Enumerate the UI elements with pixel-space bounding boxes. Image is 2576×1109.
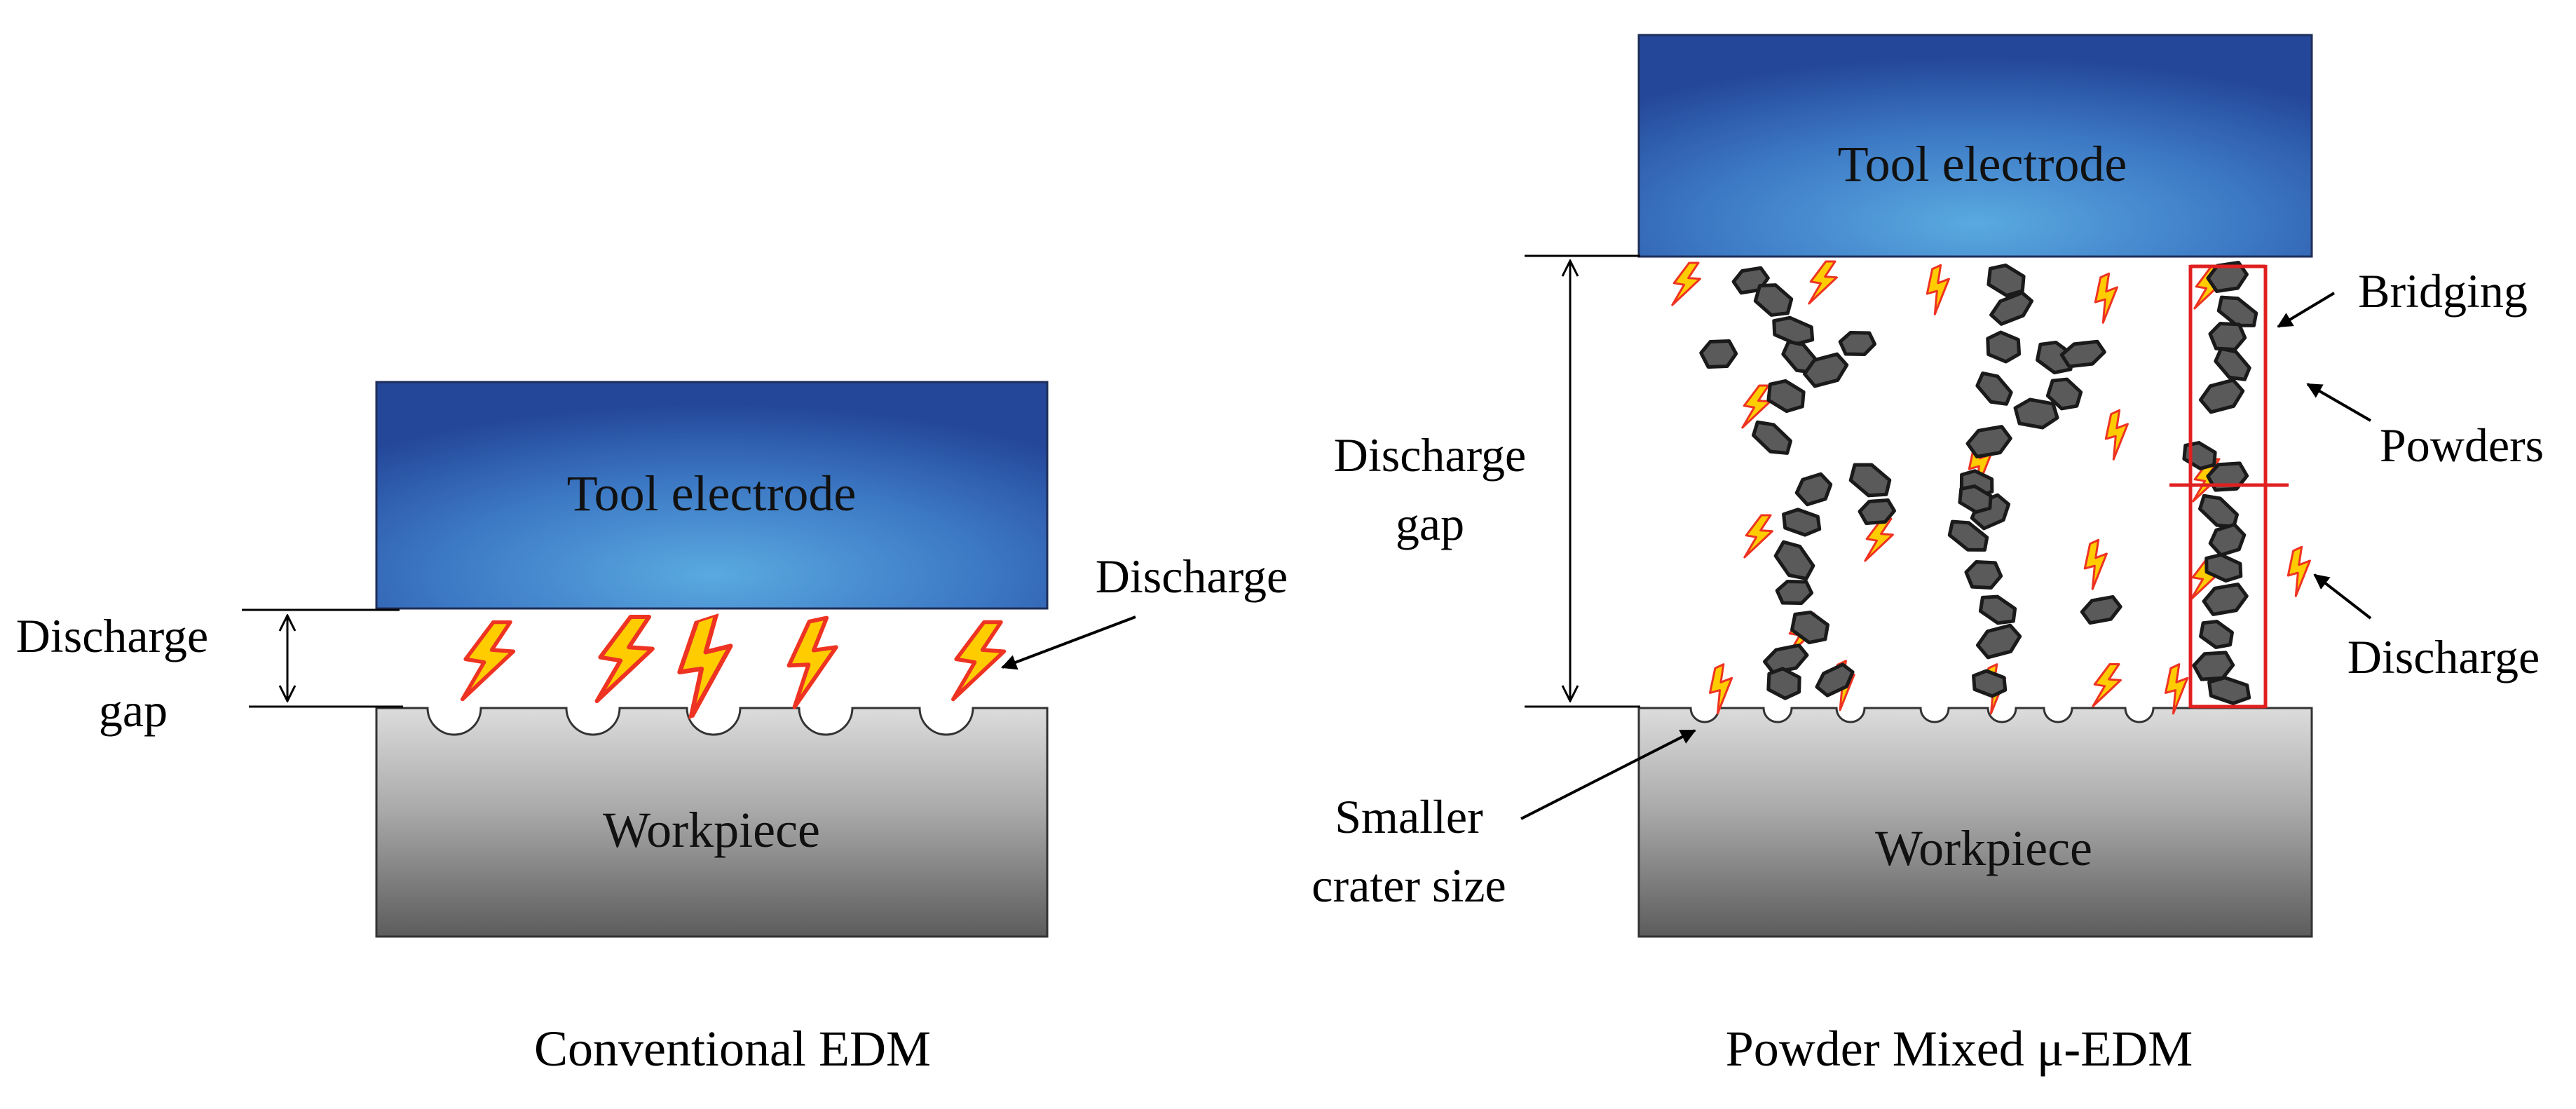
spark-icon [2094,408,2140,461]
spark-icon [1864,517,1895,562]
powder-particle [2214,346,2251,381]
right-panel-powder-mixed-edm: Tool electrode Workpiece Discharge gap [1311,34,2544,1077]
powder-particle [1848,463,1892,498]
powder-particle [2208,522,2247,557]
left-discharge-arrow [1001,615,1136,670]
right-gap-label-line1: Discharge [1334,428,1526,482]
powder-particle [1699,339,1738,369]
spark-icon [778,618,847,707]
powder-particle [1773,540,1815,580]
spark-icon [1671,261,1702,306]
spark-icon [463,622,514,700]
powder-particle [1964,560,2003,590]
spark-icon [1698,662,1745,715]
left-gap-label-line2: gap [99,683,168,737]
powder-particle [1766,667,1801,700]
spark-icon [1808,260,1839,305]
powder-particle [1986,330,2022,364]
left-workpiece-label: Workpiece [603,802,820,858]
spark-icon [953,622,1004,700]
powder-particle [2045,377,2083,411]
powder-particle [2198,378,2245,414]
powder-particle [1989,291,2034,326]
powder-particle [1965,425,2012,458]
right-gap-label-line2: gap [1396,497,1464,550]
left-panel-conventional-edm: Tool electrode Workpiece Discharge gap D… [16,381,1288,1077]
powder-particles [1699,260,2258,705]
right-discharge-label: Discharge [2347,630,2540,683]
spark-icon [2073,538,2119,591]
powder-particle [1858,498,1897,525]
right-caption: Powder Mixed μ-EDM [1726,1021,2193,1077]
powders-label: Powders [2380,419,2544,472]
powder-particle [1958,484,1993,514]
spark-icon [662,613,748,719]
powder-particle [2059,339,2106,369]
powder-particle [1815,662,1855,698]
crater-arrow [1520,729,1696,820]
crater-label-line2: crater size [1311,859,1506,912]
left-tool-electrode [375,381,1049,610]
bridging-label: Bridging [2358,264,2528,318]
powder-particle [1975,623,2022,660]
left-workpiece [375,707,1049,938]
powder-particle [1947,519,1989,552]
left-tool-label: Tool electrode [567,465,857,522]
spark-icon [597,617,653,701]
powder-particle [1802,352,1849,388]
powder-particle [2207,676,2251,705]
powder-particle [2080,594,2122,625]
powder-particle [1975,371,2013,406]
right-tool-electrode [1637,34,2313,258]
powder-particle [2013,397,2059,430]
left-gap-label-line1: Discharge [16,609,208,662]
powder-particle [1752,420,1792,455]
powder-particle [2199,620,2234,649]
left-caption: Conventional EDM [534,1021,931,1077]
powder-particle [2216,295,2258,327]
powder-particle [1753,283,1794,317]
powder-particle [1772,315,1815,346]
powder-particle [1794,472,1833,507]
powder-particle [1775,580,1814,605]
right-workpiece [1637,707,2313,938]
powders-arrow [2306,383,2372,422]
powder-particle [1972,669,2008,698]
powder-particle [2208,322,2247,351]
spark-icon [2084,271,2129,325]
right-workpiece-label: Workpiece [1875,820,2092,876]
powder-particle [2202,583,2249,616]
powder-particle [1986,263,2026,298]
bridging-arrow [2277,292,2336,328]
spark-icon [2277,545,2322,598]
spark-icon [1916,263,1961,316]
powder-particle [1978,594,2017,625]
crater-label-line1: Smaller [1335,790,1483,843]
powder-particle [1766,379,1806,414]
spark-icon [1743,514,1774,559]
left-discharge-label: Discharge [1096,550,1288,603]
right-tool-label: Tool electrode [1838,136,2127,192]
powder-particle [1790,610,1829,645]
right-discharge-arrow [2313,573,2372,620]
spark-icon [2092,662,2122,708]
powder-particle [1782,508,1822,537]
powder-particle [1838,331,1877,356]
powder-particle [2204,552,2243,583]
powder-particle [2192,651,2235,681]
powder-particle [2036,340,2075,375]
